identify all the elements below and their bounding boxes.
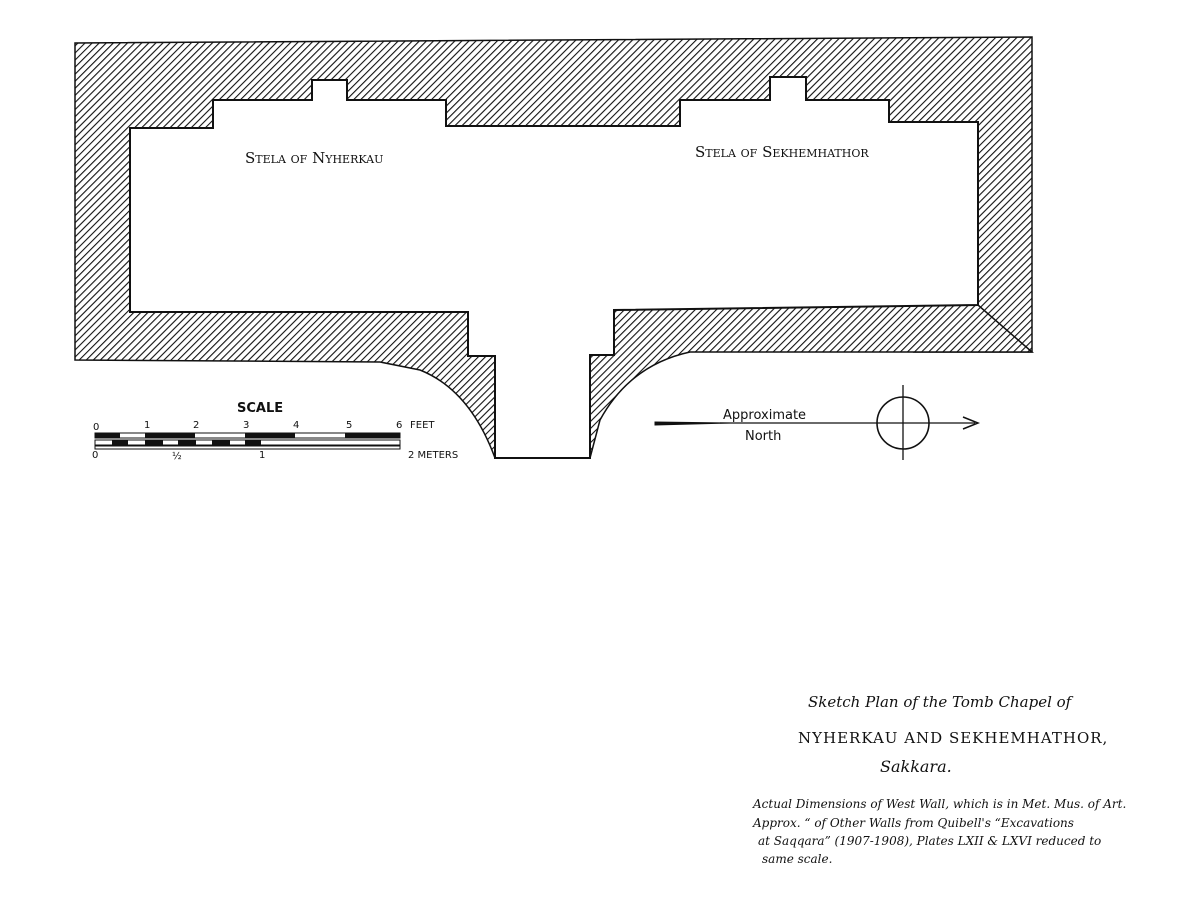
caption-note2: Approx. “ of Other Walls from Quibell's … [752,816,1074,830]
feet-tick-5: 5 [346,420,352,431]
wall-right [589,304,1035,459]
meter-tick-1: 1 [259,450,265,461]
caption-note4: same scale. [762,852,832,866]
north-label-line2: North [745,429,781,444]
feet-tick-2: 2 [193,420,199,431]
caption-note1: Actual Dimensions of West Wall, which is… [752,797,1126,811]
caption-block: Sketch Plan of the Tomb Chapel of NYHERK… [752,693,1126,866]
stela-left-label: Stela of Nyherkau [245,149,383,167]
meter-tick-half: ½ [172,450,182,462]
stela-right-label: Stela of Sekhemhathor [695,143,869,161]
scale-bar: SCALE 0 1 2 3 4 5 6 FEET 0 ½ 1 2 METERS [92,401,458,462]
meter-tick-0: 0 [92,450,98,461]
caption-line1: Sketch Plan of the Tomb Chapel of [808,693,1074,711]
meter-end-label: 2 METERS [408,450,458,461]
scale-title: SCALE [237,401,283,416]
feet-tick-3: 3 [243,420,249,431]
feet-tick-0: 0 [93,422,99,433]
chapel-interior [129,76,979,459]
feet-tick-6: 6 [396,420,402,431]
caption-line2: NYHERKAU AND SEKHEMHATHOR, [798,729,1108,747]
feet-unit: FEET [410,420,435,431]
caption-note3: at Saqqara” (1907-1908), Plates LXII & L… [758,834,1101,848]
feet-tick-4: 4 [293,420,299,431]
caption-line3: Sakkara. [880,757,952,776]
north-label-line1: Approximate [723,408,806,423]
north-arrow: Approximate North [654,385,981,460]
feet-tick-1: 1 [144,420,150,431]
